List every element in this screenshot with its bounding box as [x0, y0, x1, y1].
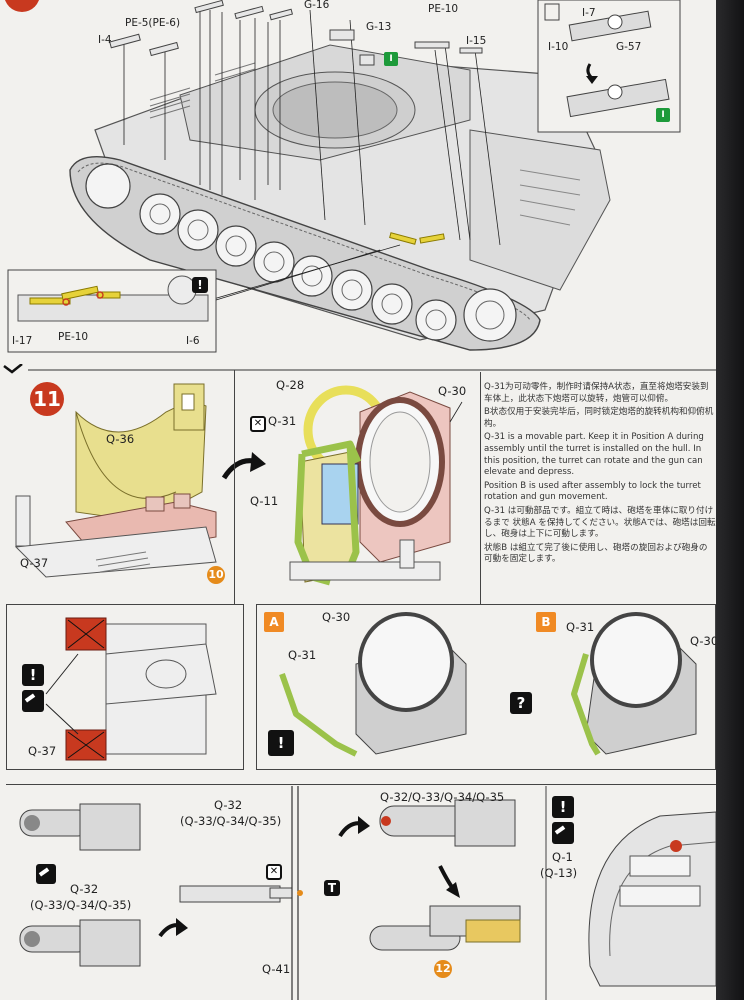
part-label-q31: Q-31	[268, 414, 297, 428]
question-icon: ?	[510, 692, 532, 714]
part-label-i7: I-7	[582, 7, 596, 19]
glue-icon: T	[324, 880, 340, 896]
part-label-q41: Q-41	[262, 962, 291, 976]
green-i-icon: I	[384, 52, 398, 66]
paint-icon-q1	[552, 822, 574, 844]
part-label-q30-a: Q-30	[322, 610, 351, 624]
part-label-i17: I-17	[12, 335, 33, 347]
warning-icon-inset: !	[192, 277, 208, 293]
arrow-right-icon	[221, 452, 266, 480]
part-label-g57: G-57	[616, 41, 642, 53]
part-label-q30: Q-30	[438, 384, 467, 398]
q37-detail-box	[6, 604, 244, 770]
position-ab-drawing	[279, 612, 697, 757]
paint-icon-left-gun	[36, 864, 56, 884]
part-label-q32-left: Q-32	[70, 882, 99, 896]
position-ab-box	[256, 604, 716, 770]
position-b-badge: B	[536, 612, 556, 632]
green-i-icon-inset: I	[656, 108, 670, 122]
page-edge-shadow	[716, 0, 744, 1000]
section-divider-step11	[3, 364, 716, 374]
part-label-g13: G-13	[366, 21, 392, 33]
next-step-12-badge: 12	[434, 960, 452, 978]
note-en-b: Position B is used after assembly to loc…	[484, 480, 701, 503]
note-zh-b: B状态仅用于安装完毕后，同时锁定炮塔的旋转机构和仰俯机构。	[484, 407, 714, 429]
gun-assemblies-drawing	[19, 786, 716, 1000]
divider-step11-vertical	[234, 370, 235, 604]
warning-icon-position-a: !	[268, 730, 294, 756]
movable-part-note: Q-31为可动零件，制作时请保持A状态，直至将炮塔安装到车体上，此状态下炮塔可以…	[484, 382, 716, 568]
step-number-11: 11	[30, 382, 64, 416]
instruction-sheet: PE-5(PE-6) I-4 G-16 G-13 PE-10 I-15 I I-…	[0, 0, 716, 1000]
part-label-q37b: Q-37	[28, 744, 57, 758]
note-zh-a: Q-31为可动零件，制作时请保持A状态，直至将炮塔安装到车体上，此状态下炮塔可以…	[484, 382, 709, 404]
part-label-q32-center-sub: (Q-33/Q-34/Q-35)	[180, 814, 282, 828]
part-label-q31-a: Q-31	[288, 648, 317, 662]
paint-icon-q37	[22, 690, 44, 712]
warning-icon-q1: !	[552, 796, 574, 818]
part-label-i4: I-4	[98, 34, 112, 46]
note-divider	[480, 372, 481, 604]
part-label-i10: I-10	[548, 41, 569, 53]
warning-icon-q37: !	[22, 664, 44, 686]
divider-bottom	[6, 784, 716, 785]
q37-detail-drawing	[45, 617, 217, 761]
cut-icon-center: ✕	[266, 864, 282, 880]
part-label-q11: Q-11	[250, 494, 279, 508]
part-label-q28: Q-28	[276, 378, 305, 392]
cut-icon: ✕	[250, 416, 266, 432]
part-label-g16: G-16	[304, 0, 330, 11]
part-label-q30-b: Q-30	[690, 634, 716, 648]
part-label-q37: Q-37	[20, 556, 49, 570]
part-label-i15: I-15	[466, 35, 487, 47]
part-label-q1: Q-1	[552, 850, 573, 864]
part-label-q36: Q-36	[106, 432, 135, 446]
part-label-q13: (Q-13)	[540, 866, 578, 880]
note-ja-b: 状態B は組立て完了後に使用し、砲塔の旋回および砲身の可動を固定します。	[484, 542, 708, 565]
part-label-q32-right: Q-32/Q-33/Q-34/Q-35	[380, 790, 505, 804]
part-label-pe10-inset: PE-10	[58, 331, 89, 343]
note-ja-a: Q-31 は可動部品です。組立て時は、砲塔を車体に取り付けるまで 状態A を保持…	[484, 505, 716, 540]
part-label-q32-center: Q-32	[214, 798, 243, 812]
turret-cradle-drawing	[289, 385, 463, 586]
part-label-q32-left-sub: (Q-33/Q-34/Q-35)	[30, 898, 132, 912]
from-step-10-badge: 10	[207, 566, 225, 584]
part-label-pe5: PE-5(PE-6)	[125, 17, 181, 29]
position-a-badge: A	[264, 612, 284, 632]
note-en-a: Q-31 is a movable part. Keep it in Posit…	[484, 432, 704, 478]
part-label-q31-b: Q-31	[566, 620, 595, 634]
q36-assembly-drawing	[14, 383, 217, 578]
part-label-i6: I-6	[186, 335, 200, 347]
part-label-pe10: PE-10	[428, 3, 459, 15]
hull-assembly-drawing	[5, 0, 681, 353]
